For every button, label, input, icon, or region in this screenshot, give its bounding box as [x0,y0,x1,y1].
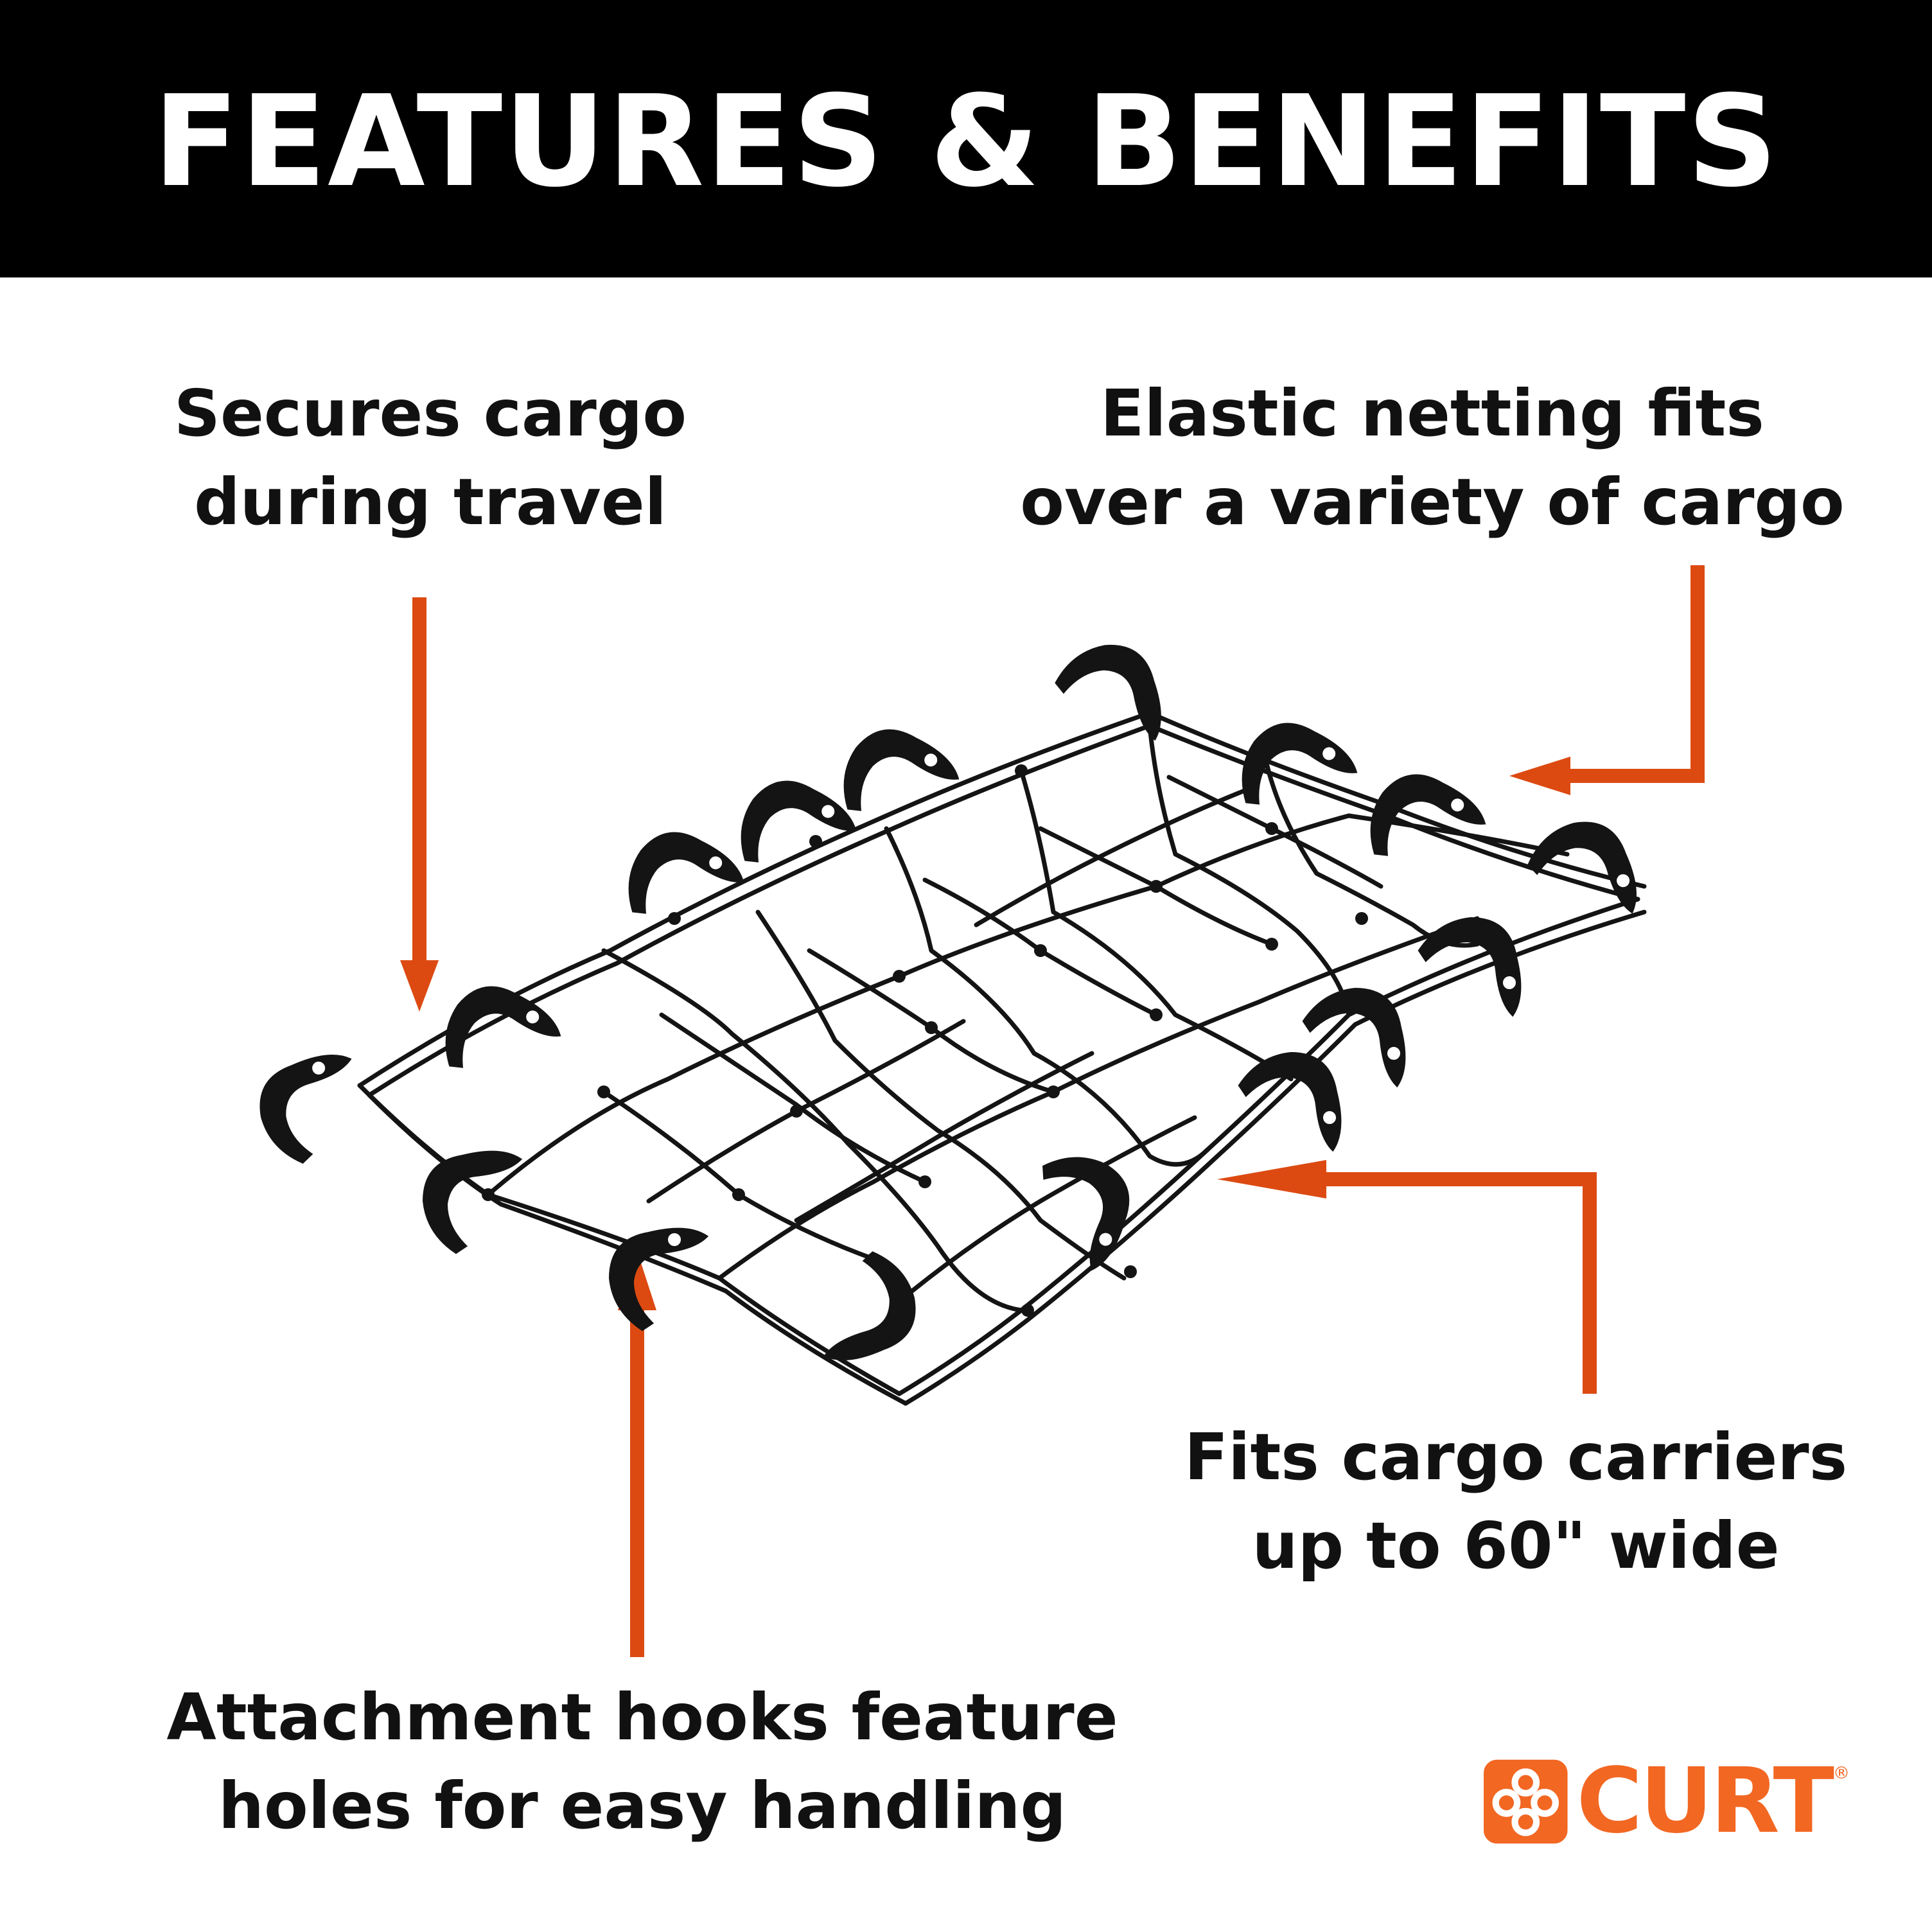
arrow-fits [1317,1172,1597,1394]
header-banner: FEATURES & BENEFITS [0,0,1932,277]
callout-line: during travel [194,464,667,540]
callout-line: over a variety of cargo [1020,464,1845,540]
hook-icon [823,1251,916,1360]
hook-icon [1302,987,1406,1088]
curt-logo: CURT ® [1484,1753,1850,1850]
callout-line: Fits cargo carriers [1184,1419,1848,1495]
hook-icon [608,1227,709,1331]
hook-icon [741,780,857,863]
hook-icon [1527,821,1637,914]
curt-logo-icon [1484,1759,1568,1844]
callout-elastic-netting: Elastic netting fits over a variety of c… [1002,369,1863,547]
hook-icon [1042,1157,1130,1271]
hook-icon [422,1150,523,1254]
arrowhead-secures [400,960,439,1012]
curt-logo-text: CURT [1576,1749,1834,1854]
hook-icon [1370,774,1486,856]
hook-icon [445,986,561,1068]
callout-line: up to 60" wide [1252,1508,1780,1583]
callout-fits-carriers: Fits cargo carriers up to 60" wide [1130,1413,1901,1590]
hook-icon [843,729,960,811]
callout-secures-cargo: Secures cargo during travel [122,369,739,547]
page-title: FEATURES & BENEFITS [153,69,1779,215]
hook-icon [1418,917,1522,1017]
arrow-elastic [1561,565,1705,783]
hook-icon [1055,644,1161,741]
hook-icon [259,1055,352,1164]
callout-attachment-hooks: Attachment hooks feature holes for easy … [116,1673,1169,1850]
arrowhead-elastic [1509,757,1570,795]
hook-icon [1242,723,1358,805]
hook-icon [628,832,744,914]
callout-line: Secures cargo [173,376,687,451]
arrowhead-fits [1217,1160,1326,1199]
callout-line: Attachment hooks feature [166,1680,1118,1755]
callout-line: Elastic netting fits [1100,376,1764,451]
hook-icon [1238,1051,1342,1152]
registered-mark: ® [1833,1764,1850,1783]
callout-line: holes for easy handling [218,1768,1067,1843]
